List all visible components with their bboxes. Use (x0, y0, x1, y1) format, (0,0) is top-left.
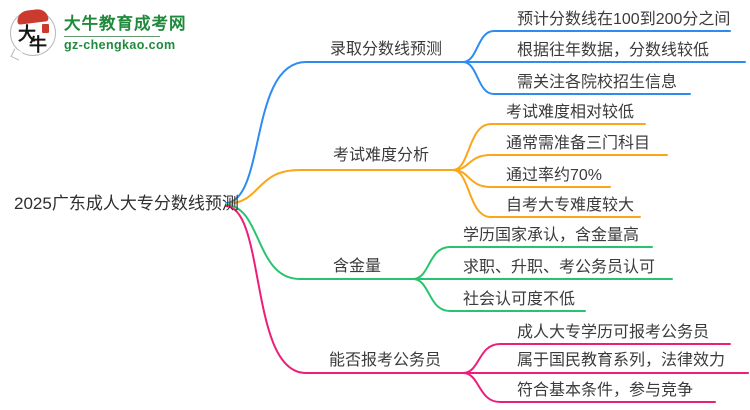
branch-node-2: 考试难度分析 (333, 147, 430, 164)
site-name: 大牛教育成考网 (64, 15, 187, 33)
leaf-node-1-1: 预计分数线在100到200分之间 (517, 11, 731, 28)
site-logo: 大 牛 大牛教育成考网 gz-chengkao.com (10, 8, 187, 61)
branch-4-child-3-line (462, 372, 716, 403)
branch-2-main-line (225, 169, 454, 205)
logo-text-block: 大牛教育成考网 gz-chengkao.com (64, 10, 187, 53)
branch-3-child-1-line (412, 246, 653, 280)
bull-logo-icon: 大 牛 (10, 8, 56, 61)
logo-divider (64, 36, 160, 37)
root-node: 2025广东成人大专分数线预测 (14, 194, 239, 213)
branch-1-main-line (225, 61, 464, 204)
leaf-node-4-3: 符合基本条件，参与竞争 (517, 382, 694, 399)
leaf-node-3-1: 学历国家承认，含金量高 (463, 227, 640, 244)
site-domain: gz-chengkao.com (64, 38, 176, 52)
leaf-node-2-4: 自考大专难度较大 (506, 197, 635, 214)
branch-2-child-1-line (452, 123, 646, 171)
leaf-node-2-1: 考试难度相对较低 (506, 104, 635, 121)
branch-node-4: 能否报考公务员 (329, 352, 442, 369)
branch-2-child-2-line (452, 154, 668, 171)
leaf-node-1-3: 需关注各院校招生信息 (517, 74, 678, 91)
leaf-node-4-1: 成人大专学历可报考公务员 (517, 324, 710, 341)
leaf-node-2-2: 通常需准备三门科目 (506, 135, 651, 152)
branch-1-child-1-line (462, 30, 731, 63)
leaf-node-3-3: 社会认可度不低 (463, 291, 576, 308)
logo-glyph-1: 大 (18, 24, 36, 44)
branch-4-main-line (225, 205, 464, 374)
leaf-node-1-2: 根据往年数据，分数线较低 (517, 42, 710, 59)
leaf-node-4-2: 属于国民教育系列，法律效力 (517, 352, 726, 369)
branch-3-main-line (225, 204, 414, 280)
logo-glyph-2: 牛 (29, 35, 47, 55)
leaf-node-3-2: 求职、升职、考公务员认可 (463, 259, 656, 276)
leaf-node-2-3: 通过率约70% (506, 167, 603, 184)
branch-1-child-3-line (462, 61, 691, 95)
branch-node-1: 录取分数线预测 (330, 41, 443, 58)
logo-seal-icon (42, 24, 49, 33)
branch-3-child-3-line (412, 278, 586, 312)
branch-node-3: 含金量 (333, 258, 382, 275)
branch-2-child-4-line (452, 169, 641, 218)
